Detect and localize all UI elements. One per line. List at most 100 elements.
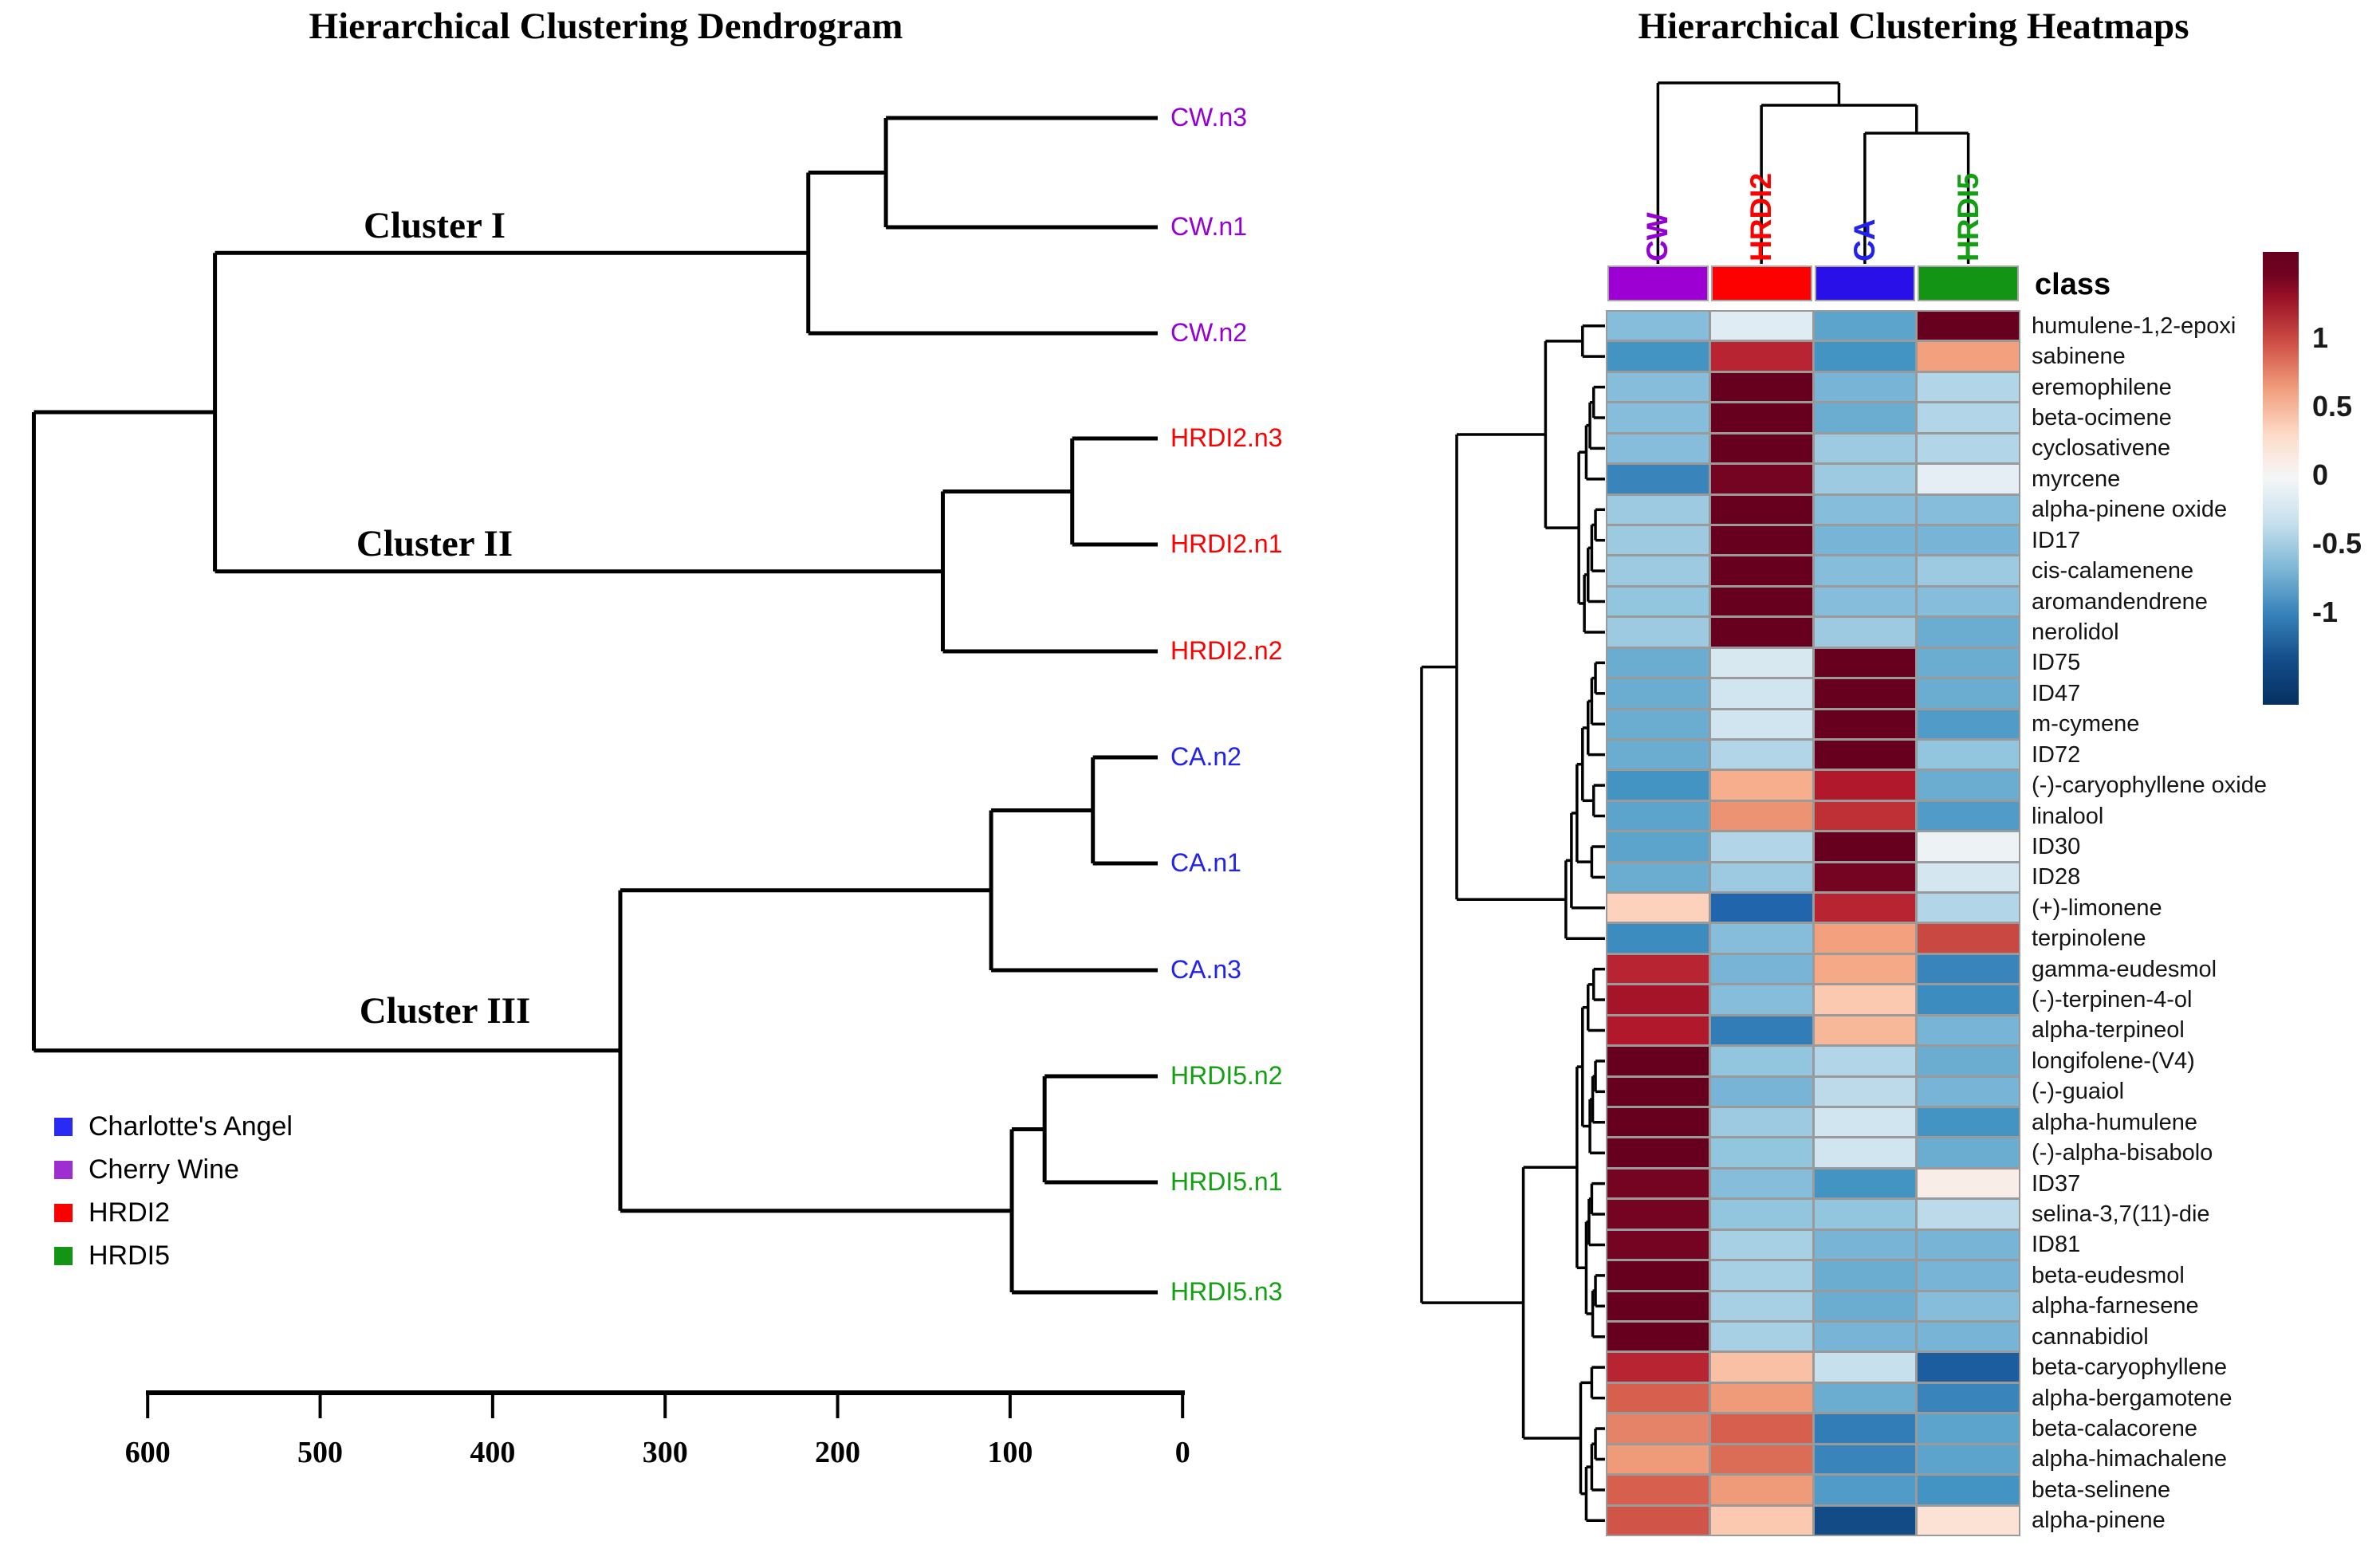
heatmap-cell-(+)-limonene-HRDI2 — [1710, 894, 1812, 922]
heatmap-cell-aromandendrene-CW — [1607, 587, 1709, 616]
heatmap-cell-alpha-himachalene-CA — [1814, 1445, 1916, 1474]
heatmap-cell-humulene-1,2-epoxi-HRDI2 — [1710, 312, 1812, 340]
axis-tick-300: 300 — [642, 1436, 688, 1469]
heatmap-cell-ID28-HRDI2 — [1710, 863, 1812, 892]
heatmap-cell-selina-3,7(11)-die-CA — [1814, 1200, 1916, 1229]
heatmap-cell-beta-ocimene-HRDI2 — [1710, 403, 1812, 432]
colorbar-tick--1: -1 — [2312, 596, 2339, 628]
heatmap-cell-eremophilene-HRDI5 — [1918, 372, 2019, 402]
legend-item-label: Charlotte's Angel — [89, 1111, 293, 1142]
heatmap-cell-eremophilene-HRDI2 — [1710, 372, 1812, 402]
sample-label-HRDI5.n2: HRDI5.n2 — [1170, 1061, 1283, 1090]
heatmap-cell-gamma-eudesmol-HRDI2 — [1710, 954, 1812, 984]
class-bar-segment-CW — [1607, 265, 1709, 301]
row-label-linalool: linalool — [2032, 803, 2104, 829]
heatmap-cell-alpha-himachalene-HRDI5 — [1918, 1445, 2019, 1474]
sample-label-HRDI2.n3: HRDI2.n3 — [1170, 423, 1283, 452]
row-label-(-)-caryophyllene oxide: (-)-caryophyllene oxide — [2032, 773, 2267, 799]
heatmap-cell-(-)-caryophyllene oxide-CW — [1607, 771, 1709, 800]
heatmap-cell-beta-caryophyllene-HRDI2 — [1710, 1353, 1812, 1382]
heatmap — [1606, 310, 2020, 1536]
row-label-ID72: ID72 — [2032, 741, 2081, 768]
row-label-(-)-terpinen-4-ol: (-)-terpinen-4-ol — [2032, 987, 2193, 1013]
axis-tick-500: 500 — [297, 1436, 344, 1469]
row-label-alpha-terpineol: alpha-terpineol — [2032, 1017, 2185, 1044]
row-label-ID37: ID37 — [2032, 1170, 2081, 1197]
heatmap-cell-alpha-pinene oxide-HRDI2 — [1710, 495, 1812, 524]
heatmap-cell-ID17-CW — [1607, 525, 1709, 555]
axis-tick-100: 100 — [987, 1436, 1033, 1469]
legend-swatch-icon — [54, 1246, 73, 1265]
heatmap-cell-beta-calacorene-CW — [1607, 1414, 1709, 1443]
heatmap-cell-ID81-CW — [1607, 1230, 1709, 1260]
heatmap-cell-ID30-CA — [1814, 832, 1916, 861]
heatmap-cell-alpha-pinene-CW — [1607, 1506, 1709, 1535]
row-label-alpha-pinene oxide: alpha-pinene oxide — [2032, 497, 2228, 523]
colorbar-tick--0.5: -0.5 — [2312, 527, 2362, 560]
heatmap-cell-terpinolene-CA — [1814, 924, 1916, 953]
legend-swatch-icon — [54, 1117, 73, 1136]
row-label-gamma-eudesmol: gamma-eudesmol — [2032, 956, 2217, 982]
heatmap-cell-ID28-HRDI5 — [1918, 863, 2019, 892]
heatmap-cell-gamma-eudesmol-CA — [1814, 954, 1916, 984]
row-label-beta-selinene: beta-selinene — [2032, 1476, 2171, 1503]
heatmap-cell-cyclosativene-CA — [1814, 434, 1916, 463]
sample-label-CA.n1: CA.n1 — [1170, 848, 1241, 877]
heatmap-cell-ID28-CW — [1607, 863, 1709, 892]
heatmap-cell-terpinolene-CW — [1607, 924, 1709, 953]
row-label-cis-calamenene: cis-calamenene — [2032, 558, 2194, 584]
heatmap-cell-ID17-HRDI5 — [1918, 525, 2019, 555]
heatmap-cell-ID75-HRDI2 — [1710, 648, 1812, 678]
heatmap-cell-beta-selinene-CA — [1814, 1476, 1916, 1504]
row-label-(+)-limonene: (+)-limonene — [2032, 894, 2162, 921]
heatmap-cell-beta-ocimene-CW — [1607, 403, 1709, 432]
legend-swatch-icon — [54, 1203, 73, 1222]
heatmap-cell-ID30-CW — [1607, 832, 1709, 861]
heatmap-cell-eremophilene-CW — [1607, 372, 1709, 402]
heatmap-cell-ID81-HRDI2 — [1710, 1230, 1812, 1260]
heatmap-cell-ID72-CW — [1607, 740, 1709, 769]
heatmap-cell-cyclosativene-CW — [1607, 434, 1709, 463]
heatmap-cell-linalool-HRDI2 — [1710, 801, 1812, 831]
heatmap-cell-beta-caryophyllene-CW — [1607, 1353, 1709, 1382]
heatmap-cell-aromandendrene-HRDI2 — [1710, 587, 1812, 616]
axis-tick-0: 0 — [1174, 1436, 1190, 1469]
row-label-m-cymene: m-cymene — [2032, 711, 2140, 737]
heatmap-cell-(+)-limonene-CA — [1814, 894, 1916, 922]
heatmap-cell-linalool-HRDI5 — [1918, 801, 2019, 831]
row-label-alpha-bergamotene: alpha-bergamotene — [2032, 1385, 2232, 1411]
heatmap-cell-beta-calacorene-HRDI5 — [1918, 1414, 2019, 1443]
heatmap-cell-sabinene-HRDI5 — [1918, 342, 2019, 371]
legend-item-label: HRDI2 — [89, 1197, 171, 1228]
column-label-CA: CA — [1847, 218, 1881, 261]
heatmap-cell-beta-selinene-HRDI2 — [1710, 1476, 1812, 1504]
row-label-terpinolene: terpinolene — [2032, 926, 2146, 952]
heatmap-cell-alpha-humulene-CA — [1814, 1108, 1916, 1137]
heatmap-cell-longifolene-(V4)-HRDI5 — [1918, 1047, 2019, 1075]
heatmap-cell-beta-eudesmol-HRDI5 — [1918, 1261, 2019, 1290]
heatmap-cell-(-)-terpinen-4-ol-CA — [1814, 985, 1916, 1014]
heatmap-cell-alpha-farnesene-HRDI5 — [1918, 1291, 2019, 1321]
heatmap-cell-myrcene-CA — [1814, 465, 1916, 493]
heatmap-cell-sabinene-CA — [1814, 342, 1916, 371]
left-panel-title: Hierarchical Clustering Dendrogram — [309, 6, 903, 47]
axis-tick-200: 200 — [815, 1436, 861, 1469]
heatmap-cell-ID72-HRDI2 — [1710, 740, 1812, 769]
class-bar-segment-HRDI5 — [1918, 265, 2019, 301]
heatmap-cell-ID75-HRDI5 — [1918, 648, 2019, 678]
axis-tick-400: 400 — [470, 1436, 516, 1469]
heatmap-cell-selina-3,7(11)-die-HRDI2 — [1710, 1200, 1812, 1229]
row-label-(-)-guaiol: (-)-guaiol — [2032, 1079, 2125, 1105]
row-label-humulene-1,2-epoxi: humulene-1,2-epoxi — [2032, 313, 2236, 339]
heatmap-cell-cannabidiol-HRDI2 — [1710, 1323, 1812, 1351]
heatmap-cell-longifolene-(V4)-CW — [1607, 1047, 1709, 1075]
heatmap-cell-ID81-CA — [1814, 1230, 1916, 1260]
heatmap-cell-cannabidiol-HRDI5 — [1918, 1323, 2019, 1351]
heatmap-cell-nerolidol-CA — [1814, 618, 1916, 647]
heatmap-cell-longifolene-(V4)-CA — [1814, 1047, 1916, 1075]
heatmap-cell-beta-caryophyllene-CA — [1814, 1353, 1916, 1382]
row-label-ID81: ID81 — [2032, 1232, 2081, 1258]
heatmap-cell-cannabidiol-CW — [1607, 1323, 1709, 1351]
row-label-alpha-farnesene: alpha-farnesene — [2032, 1293, 2199, 1319]
